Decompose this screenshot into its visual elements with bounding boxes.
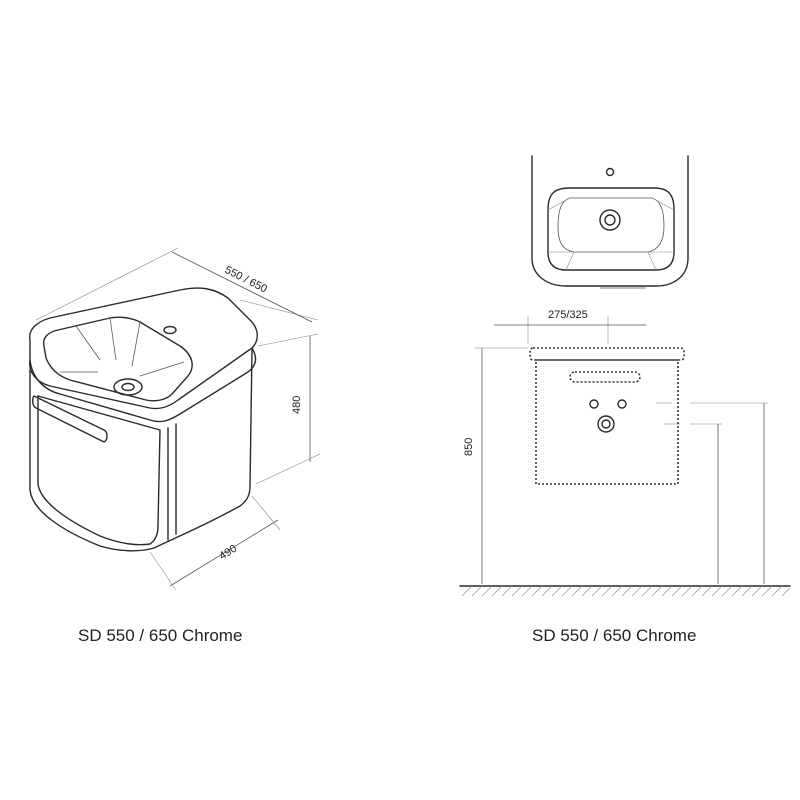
basin-front-edge bbox=[29, 347, 257, 423]
drain-inner bbox=[121, 382, 135, 392]
top-view-bowl-outer bbox=[547, 187, 675, 271]
cabinet-left-side bbox=[29, 369, 155, 552]
waste-connection-left bbox=[589, 399, 599, 409]
door-panel bbox=[37, 395, 161, 546]
top-view-outline bbox=[531, 155, 689, 287]
front-view-cabinet-body bbox=[535, 359, 679, 485]
dim-depth-line bbox=[169, 519, 279, 587]
ortho-view-caption: SD 550 / 650 Chrome bbox=[532, 626, 697, 645]
front-view-handle-recess bbox=[569, 371, 641, 383]
tap-hole bbox=[163, 325, 177, 335]
drain-outer bbox=[113, 378, 143, 396]
floor-hatching bbox=[461, 585, 791, 597]
dim-width-ext-right bbox=[239, 299, 319, 321]
dim-offset-label: 275/325 bbox=[548, 309, 588, 321]
top-view-drain-outer bbox=[599, 209, 621, 231]
top-view-basin bbox=[531, 155, 689, 289]
drain-connection-outer bbox=[597, 415, 615, 433]
cabinet-bottom-curve bbox=[153, 349, 253, 549]
dim-width-label: 550 / 650 bbox=[223, 264, 269, 296]
front-view-basin-top bbox=[529, 347, 685, 361]
drain-connection-inner bbox=[601, 419, 611, 429]
dim-width-ext-left bbox=[35, 247, 179, 321]
basin-bowl-facet-1 bbox=[60, 317, 185, 377]
door-handle bbox=[31, 395, 108, 443]
iso-view-caption: SD 550 / 650 Chrome bbox=[78, 626, 243, 645]
dim-depth-ext-back bbox=[251, 495, 281, 531]
basin-bowl-outline bbox=[42, 316, 193, 402]
dim-height-label: 480 bbox=[291, 396, 303, 414]
waste-connection-right bbox=[617, 399, 627, 409]
isometric-cabinet-view: 550 / 650 480 490 bbox=[29, 247, 321, 591]
dim-total-height-label: 850 bbox=[463, 438, 475, 456]
cabinet-side-panel bbox=[167, 423, 177, 541]
top-view-tap-hole bbox=[605, 167, 615, 177]
dim-width-line bbox=[171, 251, 313, 323]
basin-top-outline bbox=[29, 287, 258, 410]
front-view-cabinet: 275/325 850 bbox=[459, 309, 791, 597]
top-view-drain-inner bbox=[604, 214, 616, 226]
dim-depth-ext-front bbox=[149, 551, 177, 591]
dim-height-ext-top bbox=[257, 333, 319, 347]
dim-height-ext-bottom bbox=[255, 453, 321, 485]
top-view-bowl-facets bbox=[547, 197, 675, 271]
